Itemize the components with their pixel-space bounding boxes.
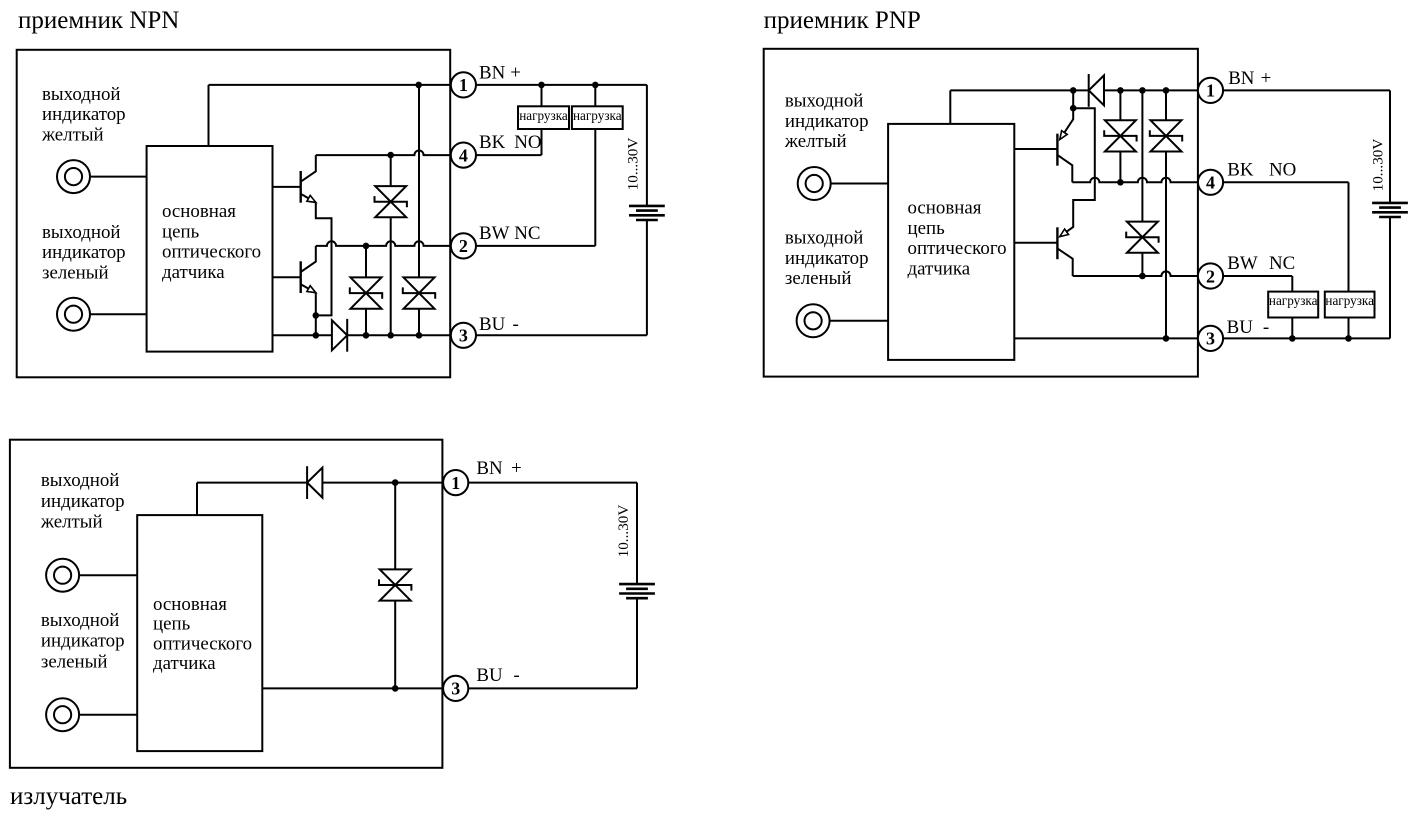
svg-text:излучатель: излучатель: [10, 783, 127, 810]
svg-text:нагрузка: нагрузка: [1269, 293, 1318, 308]
svg-text:зеленый: зеленый: [785, 268, 852, 289]
svg-text:оптического: оптического: [153, 633, 252, 654]
svg-text:1: 1: [451, 473, 460, 493]
svg-text:цепь: цепь: [162, 221, 200, 242]
svg-text:BN: BN: [479, 62, 506, 83]
svg-text:NC: NC: [514, 223, 540, 244]
svg-text:цепь: цепь: [153, 614, 191, 635]
svg-text:2: 2: [459, 236, 468, 256]
svg-text:зеленый: зеленый: [42, 262, 109, 283]
svg-text:основная: основная: [908, 198, 982, 219]
svg-text:BW: BW: [1227, 253, 1258, 274]
svg-text:1: 1: [459, 75, 468, 95]
svg-text:2: 2: [1206, 266, 1215, 286]
svg-text:+: +: [510, 62, 521, 83]
svg-text:выходной: выходной: [42, 222, 121, 243]
svg-text:выходной: выходной: [42, 84, 121, 105]
svg-text:1: 1: [1206, 81, 1215, 101]
svg-text:зеленый: зеленый: [41, 652, 108, 673]
svg-text:индикатор: индикатор: [41, 491, 125, 512]
svg-text:приемник NPN: приемник NPN: [18, 7, 179, 34]
svg-text:желтый: желтый: [784, 131, 847, 152]
svg-text:желтый: желтый: [41, 125, 104, 146]
svg-text:10...30V: 10...30V: [615, 505, 632, 558]
svg-text:3: 3: [1206, 329, 1215, 349]
svg-text:-: -: [512, 314, 518, 335]
svg-text:индикатор: индикатор: [785, 111, 869, 132]
svg-text:BW: BW: [479, 223, 510, 244]
svg-text:BU: BU: [479, 314, 506, 335]
svg-text:-: -: [513, 665, 519, 686]
svg-text:индикатор: индикатор: [42, 104, 126, 125]
svg-text:датчика: датчика: [908, 258, 971, 279]
svg-text:BN: BN: [476, 458, 503, 479]
svg-text:выходной: выходной: [785, 91, 864, 112]
svg-text:датчика: датчика: [153, 653, 216, 674]
svg-text:желтый: желтый: [40, 512, 103, 533]
svg-text:NO: NO: [1269, 159, 1296, 180]
svg-text:выходной: выходной: [785, 228, 864, 249]
svg-text:10...30V: 10...30V: [624, 138, 641, 191]
svg-text:NC: NC: [1269, 253, 1295, 274]
svg-text:3: 3: [459, 326, 468, 346]
svg-text:4: 4: [1206, 173, 1215, 193]
svg-text:-: -: [1263, 317, 1269, 338]
svg-text:цепь: цепь: [908, 218, 946, 239]
svg-text:BK: BK: [479, 132, 506, 153]
svg-text:основная: основная: [162, 201, 236, 222]
svg-text:+: +: [511, 458, 522, 479]
svg-text:NO: NO: [514, 132, 541, 153]
svg-text:приемник PNP: приемник PNP: [764, 7, 921, 34]
svg-text:нагрузка: нагрузка: [519, 108, 568, 123]
svg-text:индикатор: индикатор: [785, 248, 869, 269]
svg-text:основная: основная: [153, 594, 227, 615]
svg-text:датчика: датчика: [162, 262, 225, 283]
svg-text:BU: BU: [1227, 317, 1254, 338]
svg-text:BU: BU: [476, 665, 503, 686]
svg-text:3: 3: [451, 679, 460, 699]
svg-text:нагрузка: нагрузка: [1325, 293, 1374, 308]
svg-text:выходной: выходной: [41, 470, 120, 491]
svg-text:10...30V: 10...30V: [1369, 139, 1386, 192]
svg-text:индикатор: индикатор: [41, 631, 125, 652]
svg-text:нагрузка: нагрузка: [573, 108, 622, 123]
svg-text:выходной: выходной: [41, 610, 120, 631]
svg-text:оптического: оптического: [162, 242, 261, 263]
svg-text:оптического: оптического: [908, 238, 1007, 259]
svg-text:BK: BK: [1227, 159, 1254, 180]
svg-text:BN: BN: [1228, 68, 1255, 89]
svg-text:+: +: [1261, 68, 1272, 89]
svg-text:4: 4: [459, 145, 468, 165]
svg-text:индикатор: индикатор: [42, 242, 126, 263]
